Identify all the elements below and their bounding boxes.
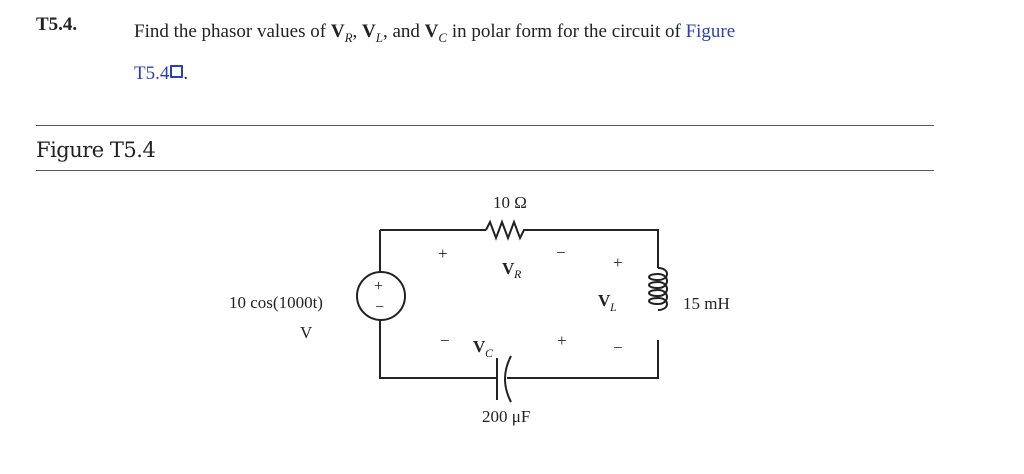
vr-plus: + bbox=[438, 244, 448, 263]
source-plus: + bbox=[374, 278, 383, 295]
resistor-label: 10 Ω bbox=[493, 193, 527, 212]
external-box-icon[interactable] bbox=[170, 64, 184, 78]
var-vc: V bbox=[424, 21, 439, 42]
divider-top bbox=[36, 125, 934, 126]
vc-plus: + bbox=[557, 331, 567, 350]
sub-l: L bbox=[375, 29, 383, 45]
figure-link-text[interactable]: Figure bbox=[685, 21, 736, 42]
wire-bottom-left bbox=[379, 320, 497, 379]
sep: , and bbox=[382, 21, 425, 42]
figure-link-text-2[interactable]: T5.4 bbox=[134, 62, 170, 84]
vc-minus: − bbox=[440, 331, 450, 350]
voltage-source-icon bbox=[356, 271, 406, 321]
source-minus: − bbox=[375, 299, 384, 316]
vl-minus: − bbox=[613, 338, 623, 357]
divider-bottom bbox=[36, 170, 934, 171]
figure-title: Figure T5.4 bbox=[36, 138, 156, 162]
vr-sub: R bbox=[513, 267, 522, 281]
sub-r: R bbox=[344, 29, 353, 45]
vr-minus: − bbox=[556, 243, 566, 262]
var-vr: V bbox=[330, 21, 345, 42]
source-unit-label: V bbox=[300, 323, 313, 342]
vl-label: V bbox=[598, 291, 611, 310]
wire-top-right bbox=[528, 229, 659, 268]
inductor-icon bbox=[648, 267, 668, 311]
var-vl: V bbox=[362, 21, 376, 42]
vc-label: V bbox=[473, 337, 486, 356]
problem-number: T5.4. bbox=[36, 14, 78, 35]
problem-statement: Find the phasor values of VR, VL, and VC… bbox=[134, 14, 934, 92]
sep: , bbox=[352, 21, 363, 42]
vc-sub: C bbox=[485, 346, 494, 360]
text: in polar form for the circuit of bbox=[447, 21, 686, 42]
wire-right-bottom bbox=[507, 340, 659, 379]
inductor-label: 15 mH bbox=[683, 294, 730, 313]
capacitor-curve-icon bbox=[504, 355, 512, 403]
vr-label: V bbox=[502, 259, 515, 278]
capacitor-label: 200 μF bbox=[482, 407, 530, 426]
text: Find the phasor values of bbox=[134, 21, 331, 42]
resistor-icon bbox=[485, 219, 528, 241]
source-label: 10 cos(1000t) bbox=[229, 293, 323, 312]
vl-plus: + bbox=[613, 253, 623, 272]
sub-c: C bbox=[438, 29, 448, 45]
period: . bbox=[183, 62, 189, 84]
vl-sub: L bbox=[609, 300, 617, 314]
